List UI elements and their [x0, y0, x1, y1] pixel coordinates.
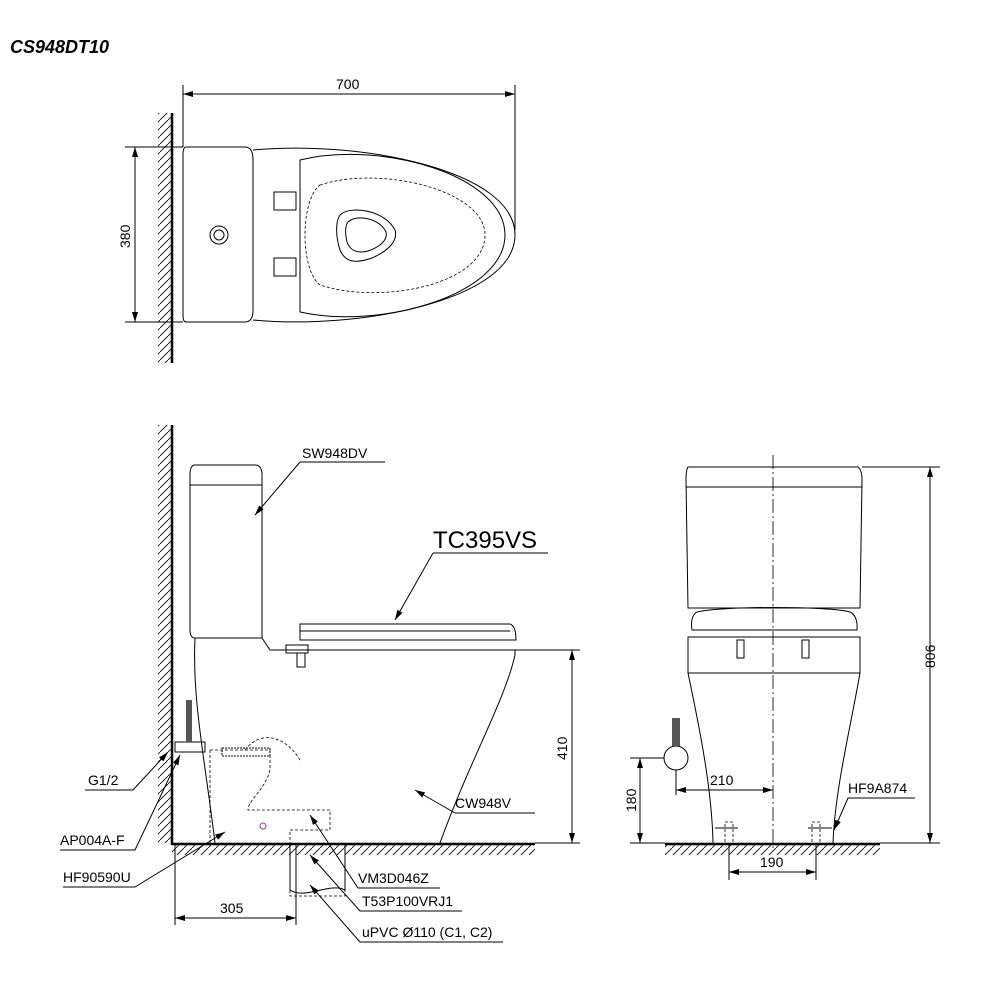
label-bowl: CW948V — [455, 795, 512, 811]
seat-side — [299, 623, 517, 641]
label-tank: SW948DV — [302, 445, 368, 461]
tank-outline — [182, 146, 254, 323]
front-view: 806 180 210 190 HF9A874 — [623, 455, 940, 880]
model-title: CS948DT10 — [10, 37, 109, 57]
label-hose: HF90590U — [63, 869, 131, 885]
spacing-190: 190 — [760, 854, 784, 870]
supply-hose — [186, 700, 192, 742]
height-410: 410 — [554, 736, 570, 760]
height-180: 180 — [623, 788, 639, 812]
side-view: SW948DV TC395VS CW948V G1/2 AP004A-F HF9… — [60, 425, 580, 943]
label-adapter: T53P100VRJ1 — [362, 893, 453, 909]
top-view: 700 380 — [117, 76, 516, 363]
label-pipe: uPVC Ø110 (C1, C2) — [362, 924, 492, 940]
supply-valve-front — [663, 745, 689, 771]
label-stop-valve: AP004A-F — [60, 832, 125, 848]
bowl-inner-dashed — [304, 177, 486, 294]
bowl-front — [687, 672, 861, 844]
trap-dashed — [209, 749, 331, 843]
label-seat: TC395VS — [433, 527, 537, 554]
bowl-outline — [252, 147, 516, 323]
flush-button — [209, 225, 229, 245]
stop-valve — [174, 741, 206, 753]
hinge-bottom — [273, 257, 297, 277]
wall-hatch — [158, 113, 172, 363]
depth-dimension: 380 — [117, 224, 133, 248]
hinge-top — [273, 191, 297, 211]
label-flange: VM3D046Z — [358, 870, 429, 886]
offset-210: 210 — [710, 772, 734, 788]
outlet-305: 305 — [220, 900, 244, 916]
flange-marker — [259, 822, 267, 830]
drain-outline — [336, 209, 397, 262]
seat-front — [691, 607, 858, 631]
bowl-side — [195, 637, 516, 844]
label-bolt: HF9A874 — [848, 780, 907, 796]
seat-outline — [299, 153, 506, 318]
height-806: 806 — [922, 644, 938, 668]
tank-front — [685, 466, 863, 609]
label-g12: G1/2 — [88, 772, 119, 788]
tank-side — [189, 464, 263, 639]
width-dimension: 700 — [336, 76, 360, 92]
